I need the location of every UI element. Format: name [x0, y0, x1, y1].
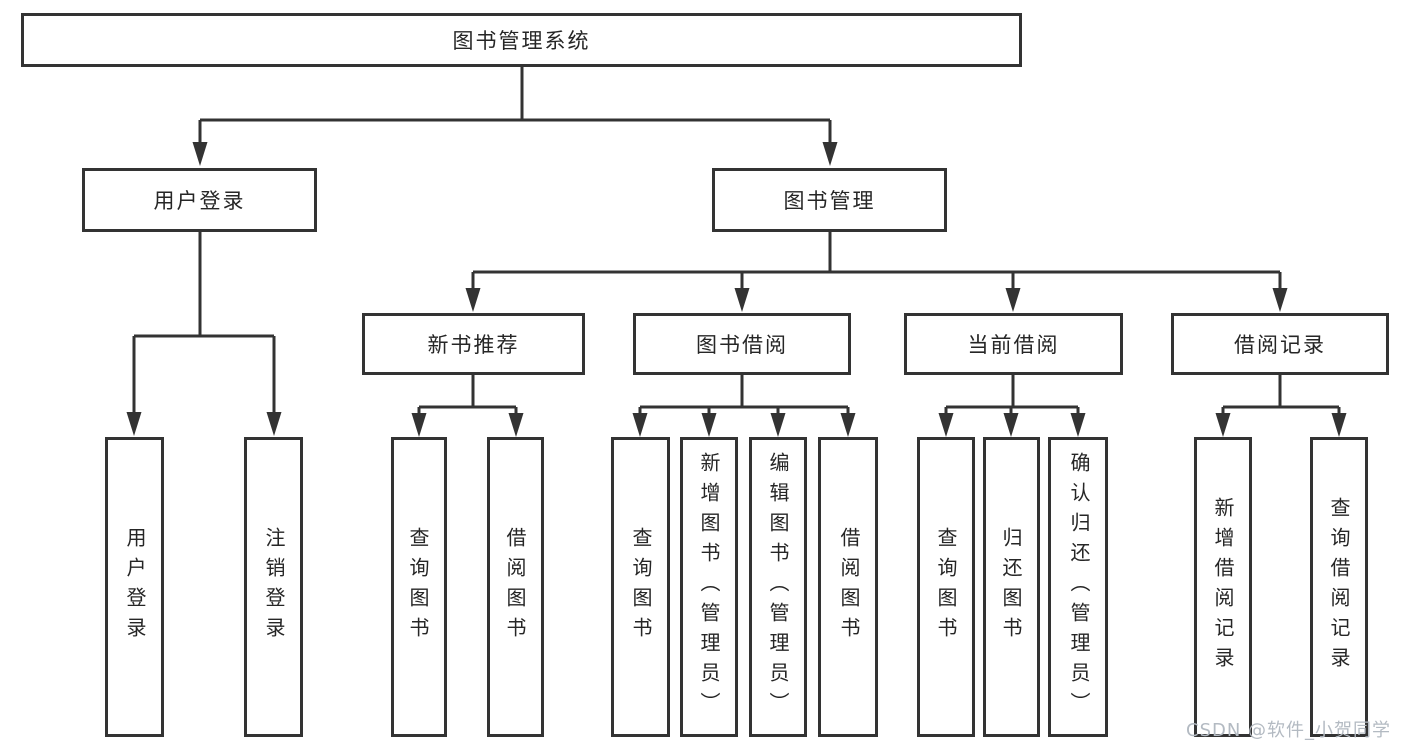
leaf-query-books-current: 查询图书 [917, 437, 975, 737]
leaf-query-borrow-record: 查询借阅记录 [1310, 437, 1368, 737]
leaf-query-books-borrow: 查询图书 [611, 437, 670, 737]
arrowheads [126, 142, 1347, 437]
leaf-confirm-return-admin: 确认归还（管理员） [1048, 437, 1108, 737]
csdn-watermark: CSDN @软件_小贺同学 [1186, 720, 1392, 741]
leaf-borrow-books-borrow: 借阅图书 [818, 437, 878, 737]
leaf-user-login: 用户登录 [105, 437, 164, 737]
leaf-logout: 注销登录 [244, 437, 303, 737]
leaf-return-books: 归还图书 [983, 437, 1040, 737]
node-current-borrowing: 当前借阅 [904, 313, 1123, 375]
leaf-borrow-books-recommend: 借阅图书 [487, 437, 544, 737]
node-new-book-recommendation: 新书推荐 [362, 313, 585, 375]
leaf-edit-book-admin: 编辑图书（管理员） [749, 437, 807, 737]
node-borrowing-records: 借阅记录 [1171, 313, 1389, 375]
leaf-query-books-recommend: 查询图书 [391, 437, 447, 737]
node-book-management: 图书管理 [712, 168, 947, 232]
leaf-add-book-admin: 新增图书（管理员） [680, 437, 738, 737]
node-book-borrowing: 图书借阅 [633, 313, 851, 375]
node-library-management-system: 图书管理系统 [21, 13, 1022, 67]
node-user-login: 用户登录 [82, 168, 317, 232]
leaf-add-borrow-record: 新增借阅记录 [1194, 437, 1252, 737]
